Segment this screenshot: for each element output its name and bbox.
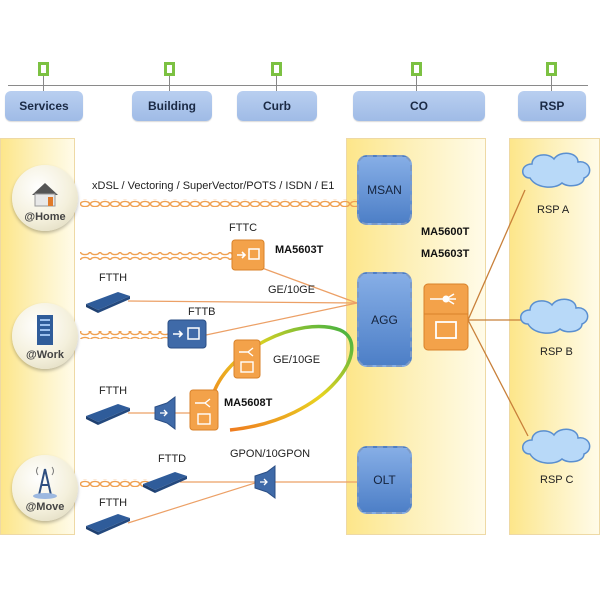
tier-marker-curb: [271, 62, 282, 76]
location-home-label: @Home: [24, 211, 66, 223]
tier-stem: [43, 76, 44, 91]
ftth-label-3: FTTH: [99, 497, 128, 509]
node-olt: OLT: [357, 446, 412, 514]
fttc-model-label: MA5603T: [275, 244, 324, 256]
copper-link-fttc: [80, 252, 235, 260]
ont-fttd-icon: [143, 472, 187, 493]
ont-ftth-2-icon: [86, 404, 130, 425]
cloud-rsp-c: [522, 428, 591, 464]
ftth-label-2: FTTH: [99, 385, 128, 397]
copper-link-fttd: [80, 479, 150, 487]
ring-device-upper-icon: [233, 339, 261, 379]
house-icon: [32, 183, 58, 207]
fttc-device-icon: [231, 239, 265, 271]
cloud-rsp-b: [520, 298, 589, 334]
fiber-fttb-agg: [205, 302, 358, 336]
ring-model-label: MA5608T: [224, 397, 273, 409]
tier-stem: [551, 76, 552, 91]
tier-marker-co: [411, 62, 422, 76]
node-msan: MSAN: [357, 155, 412, 225]
ftth-label-1: FTTH: [99, 272, 128, 284]
cloud-rsp-a: [522, 152, 591, 188]
location-work-label: @Work: [25, 349, 65, 361]
link-core-rsp-c: [467, 319, 529, 437]
tier-stem: [276, 76, 277, 91]
office-building-icon: [37, 315, 53, 345]
location-work: @Work: [12, 303, 78, 369]
tier-stem: [169, 76, 170, 91]
fttc-label: FTTC: [229, 222, 258, 234]
rsp-a-label: RSP A: [537, 204, 570, 216]
gpon-link-label: GPON/10GPON: [230, 448, 311, 460]
ont-ftth-3-icon: [86, 514, 130, 535]
ge-link-label: GE/10GE: [268, 284, 316, 296]
tier-building: Building: [132, 91, 212, 121]
location-home: @Home: [12, 165, 78, 231]
fiber-ftth-agg: [127, 300, 358, 304]
co-model-label-1: MA5600T: [421, 226, 470, 238]
xdsl-link-label: xDSL / Vectoring / SuperVector/POTS / IS…: [92, 180, 335, 192]
link-core-rsp-a: [467, 189, 526, 321]
tier-curb: Curb: [237, 91, 317, 121]
rsp-c-label: RSP C: [540, 474, 574, 486]
ont-ftth-1-icon: [86, 292, 130, 313]
ma5608t-device-icon: [189, 389, 219, 431]
location-move: @Move: [12, 455, 78, 521]
tier-co: CO: [353, 91, 485, 121]
fiber-fttc-agg: [261, 267, 358, 304]
copper-link-fttb: [80, 331, 175, 339]
fiber-ftth3-splitter: [127, 481, 259, 524]
tier-services: Services: [5, 91, 83, 121]
co-model-label-2: MA5603T: [421, 248, 470, 260]
tier-marker-building: [164, 62, 175, 76]
timeline-axis: [8, 85, 588, 86]
node-agg: AGG: [357, 272, 412, 367]
tier-rsp: RSP: [518, 91, 586, 121]
fttd-label: FTTD: [158, 453, 187, 465]
tier-marker-services: [38, 62, 49, 76]
splitter-ring-icon: [154, 396, 176, 430]
cell-tower-icon: [33, 466, 57, 499]
tier-marker-rsp: [546, 62, 557, 76]
fttb-device-icon: [167, 319, 207, 349]
location-move-label: @Move: [25, 501, 65, 513]
tier-stem: [416, 76, 417, 91]
splitter-gpon-icon: [254, 465, 276, 499]
fttb-label: FTTB: [188, 306, 216, 318]
ge-ring-label: GE/10GE: [273, 354, 321, 366]
ge-ring: [210, 324, 354, 432]
copper-link-xdsl: [80, 199, 360, 207]
core-device-icon: [423, 283, 469, 351]
rsp-b-label: RSP B: [540, 346, 573, 358]
